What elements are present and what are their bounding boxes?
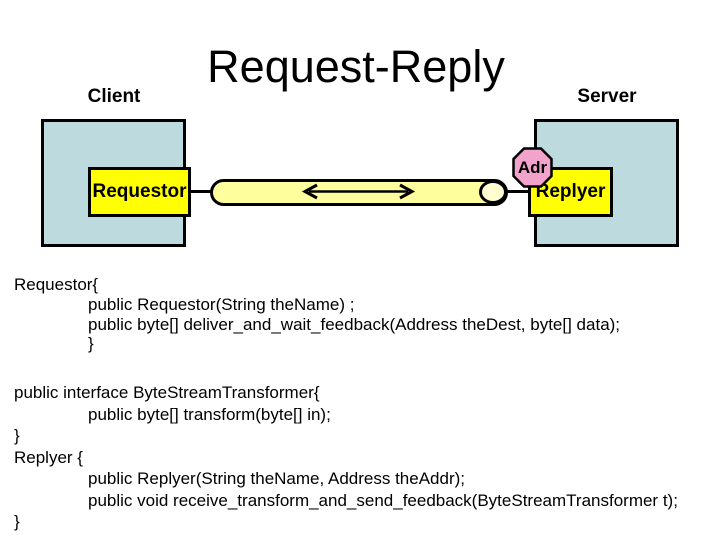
code-line: Replyer { [14,447,83,467]
requestor-label: Requestor [92,181,187,202]
adr-octagon-icon [512,147,553,188]
server-label: Server [577,86,637,107]
code-block-transformer-replyer: public interface ByteStreamTransformer{ … [14,382,678,533]
code-line: public Replyer(String theName, Address t… [88,469,466,488]
pipe-replyer-connector [504,190,530,193]
page-title: Request-Reply [207,41,505,92]
code-line: public interface ByteStreamTransformer{ [14,383,320,402]
client-label: Client [87,86,141,107]
bidirectional-arrow-icon [301,183,416,200]
pipe-end-cap [479,180,507,204]
code-line: } [88,334,94,354]
code-line: public void receive_transform_and_send_f… [88,490,678,510]
adr-label: Adr [517,157,548,177]
requestor-box: Requestor [88,167,191,217]
code-line: } [14,426,20,445]
code-line: public byte[] deliver_and_wait_feedback(… [88,314,621,334]
code-line: Requestor{ [14,275,99,294]
replyer-label: Replyer [535,181,606,202]
requestor-pipe-connector [188,190,212,193]
code-block-requestor: Requestor{ public Requestor(String theNa… [14,275,620,354]
code-line: } [14,512,20,531]
code-line: public byte[] transform(byte[] in); [88,404,331,424]
code-line: public Requestor(String theName) ; [88,294,355,314]
